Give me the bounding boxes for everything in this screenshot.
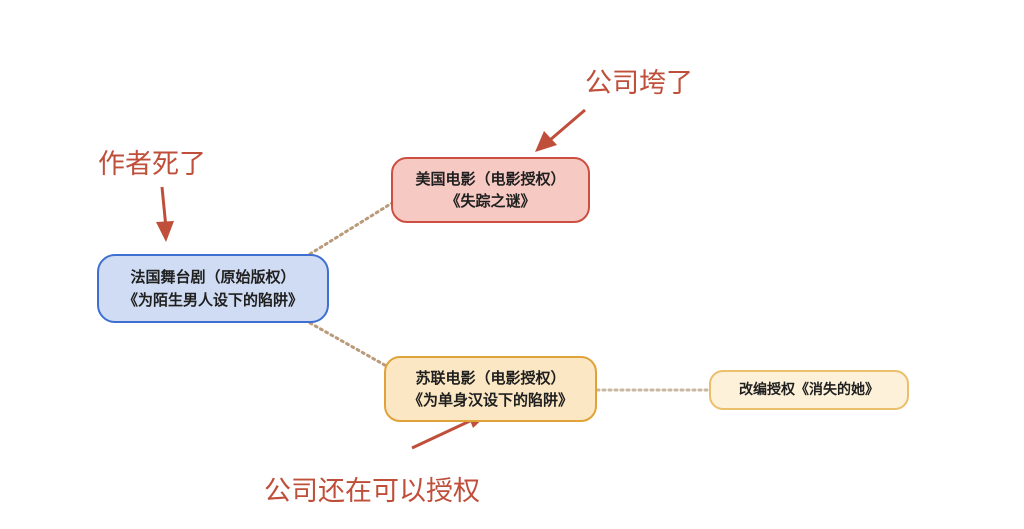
connector-france-usa: [308, 201, 394, 256]
annotation-author-dead: 作者死了: [98, 149, 206, 180]
node-french-stage-play: 法国舞台剧（原始版权） 《为陌生男人设下的陷阱》: [97, 254, 329, 323]
node-subtitle: 《为单身汉设下的陷阱》: [407, 391, 573, 409]
arrow-icon: [535, 108, 586, 152]
node-subtitle: 《失踪之谜》: [445, 192, 536, 210]
annotation-company-still-licensing: 公司还在可以授权: [264, 476, 480, 507]
node-title: 法国舞台剧（原始版权）: [130, 268, 296, 286]
node-american-film: 美国电影（电影授权） 《失踪之谜》: [391, 157, 590, 223]
node-title: 美国电影（电影授权）: [415, 169, 566, 188]
connector-france-ussr: [308, 321, 392, 370]
annotation-company-collapsed: 公司垮了: [585, 68, 693, 99]
node-title: 苏联电影（电影授权）: [415, 368, 566, 387]
node-subtitle: 《为陌生男人设下的陷阱》: [122, 290, 303, 309]
node-label: 改编授权《消失的她》: [739, 381, 879, 398]
node-adaptation-license: 改编授权《消失的她》: [709, 370, 909, 410]
arrow-icon: [156, 186, 174, 242]
node-soviet-film: 苏联电影（电影授权） 《为单身汉设下的陷阱》: [384, 356, 597, 422]
